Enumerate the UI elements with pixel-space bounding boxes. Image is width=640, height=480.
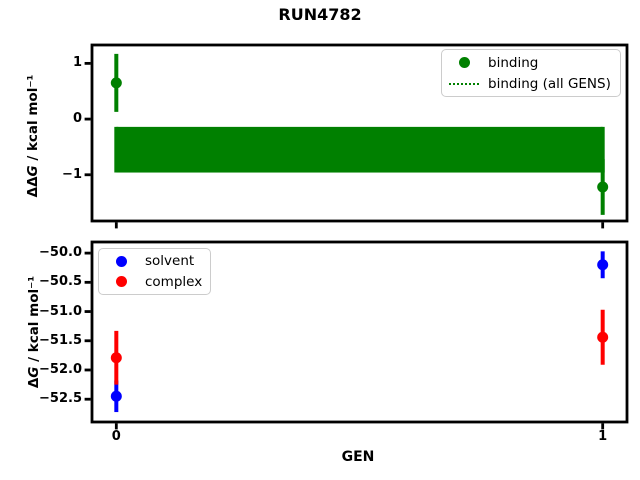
binding-marker-gen1 <box>597 181 609 193</box>
ax2-frame <box>90 240 629 424</box>
legend-item-binding-all-gens: binding (all GENS) <box>442 73 616 94</box>
ax2-ylabel-prefix: Δ <box>26 377 42 389</box>
ax1-ytick-label-0: 1 <box>72 55 82 71</box>
complex-dot-icon <box>115 276 127 288</box>
complex-marker-gen1 <box>597 331 609 343</box>
binding-all-gens-line-swatch <box>442 82 486 85</box>
legend-label-binding-all-gens: binding (all GENS) <box>488 75 611 92</box>
ax2-ytick-label-5: −52.5 <box>39 391 82 407</box>
legend-item-binding: binding <box>442 52 616 73</box>
complex-marker-gen0 <box>110 352 122 364</box>
ax1-frame <box>90 43 629 223</box>
ax1-ytick-label-2: −1 <box>62 166 82 182</box>
ax2-ytick-label-3: −51.5 <box>39 332 82 348</box>
ax2-xtick-label-1: 1 <box>598 429 608 444</box>
ax2-xlabel: GEN <box>341 449 375 465</box>
legend-label-binding: binding <box>488 54 539 71</box>
legend-components: solvent complex <box>98 248 211 295</box>
ax2-ytick-label-4: −52.0 <box>39 361 82 377</box>
ax1-band-binding-all-gens- <box>116 126 603 173</box>
ax1-ytick-label-1: 0 <box>72 111 82 127</box>
binding-dot-icon <box>458 57 470 68</box>
ax2-ytick-label-2: −51.0 <box>39 303 82 319</box>
dotted-line-icon <box>449 82 479 85</box>
solvent-marker-swatch <box>99 255 143 267</box>
binding-marker-swatch <box>442 57 486 68</box>
complex-marker-swatch <box>99 276 143 288</box>
ax2-xtick-label-0: 0 <box>111 429 121 444</box>
solvent-dot-icon <box>115 255 127 267</box>
solvent-marker-gen0 <box>110 390 122 402</box>
ax2-ytick-label-1: −50.5 <box>39 274 82 290</box>
solvent-marker-gen1 <box>597 259 609 271</box>
ax2-ytick-label-0: −50.0 <box>39 245 82 261</box>
binding-marker-gen0 <box>110 77 122 89</box>
legend-item-solvent: solvent <box>99 251 206 272</box>
legend-binding: binding binding (all GENS) <box>441 49 621 97</box>
legend-label-complex: complex <box>145 273 203 290</box>
legend-label-solvent: solvent <box>145 253 195 270</box>
legend-item-complex: complex <box>99 272 206 293</box>
figure-title: RUN4782 <box>278 5 362 24</box>
